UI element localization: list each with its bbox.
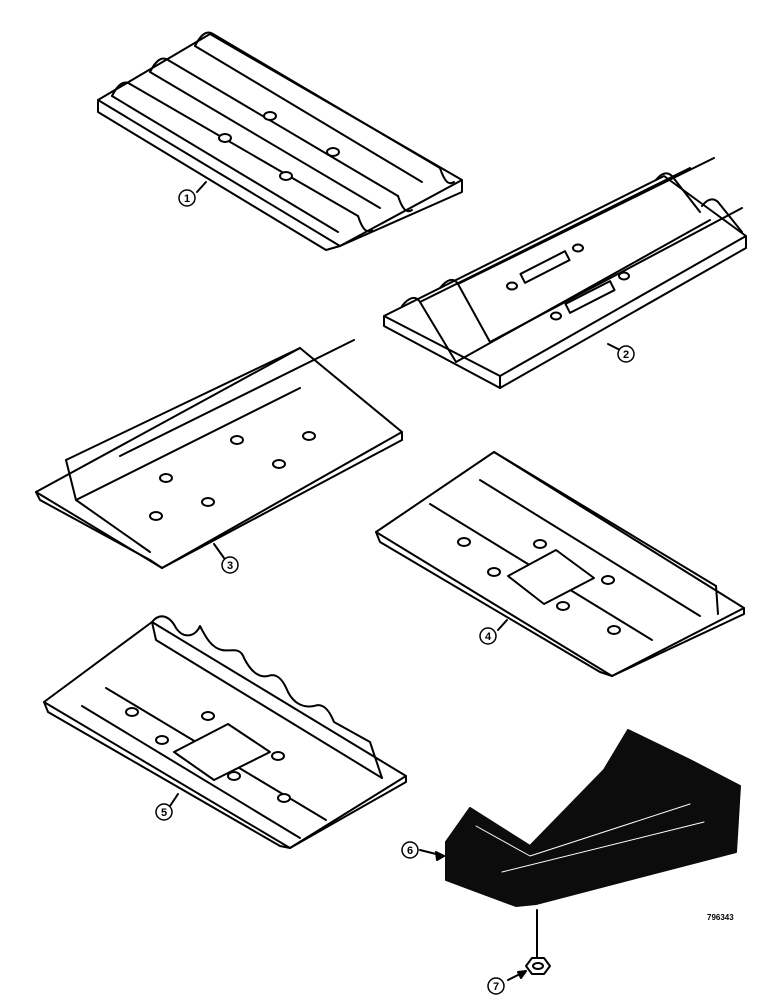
callout-2-label: 2 xyxy=(623,349,629,361)
callout-4: 4 xyxy=(479,627,497,645)
callout-7-label: 7 xyxy=(493,981,499,993)
part-4-flat-shoe-with-cutout xyxy=(375,451,745,677)
part-2-triple-grouser-shoe xyxy=(383,157,747,389)
callout-1-label: 1 xyxy=(184,193,190,205)
callout-6: 6 xyxy=(401,841,419,859)
callout-2: 2 xyxy=(617,345,635,363)
part-7-nut xyxy=(507,909,551,981)
callout-6-label: 6 xyxy=(407,845,413,857)
part-3-flat-shoe xyxy=(35,339,403,569)
part-6-rubber-pad xyxy=(419,729,741,907)
figure-id: 796343 xyxy=(707,913,734,922)
callout-3-label: 3 xyxy=(227,560,233,572)
part-1-triple-grouser-shoe xyxy=(97,31,463,251)
callout-3: 3 xyxy=(221,556,239,574)
callout-5: 5 xyxy=(155,803,173,821)
callout-7: 7 xyxy=(487,977,505,995)
callout-4-label: 4 xyxy=(485,631,492,643)
callout-5-label: 5 xyxy=(161,807,167,819)
part-5-scalloped-shoe xyxy=(43,615,407,849)
callout-1: 1 xyxy=(178,189,196,207)
